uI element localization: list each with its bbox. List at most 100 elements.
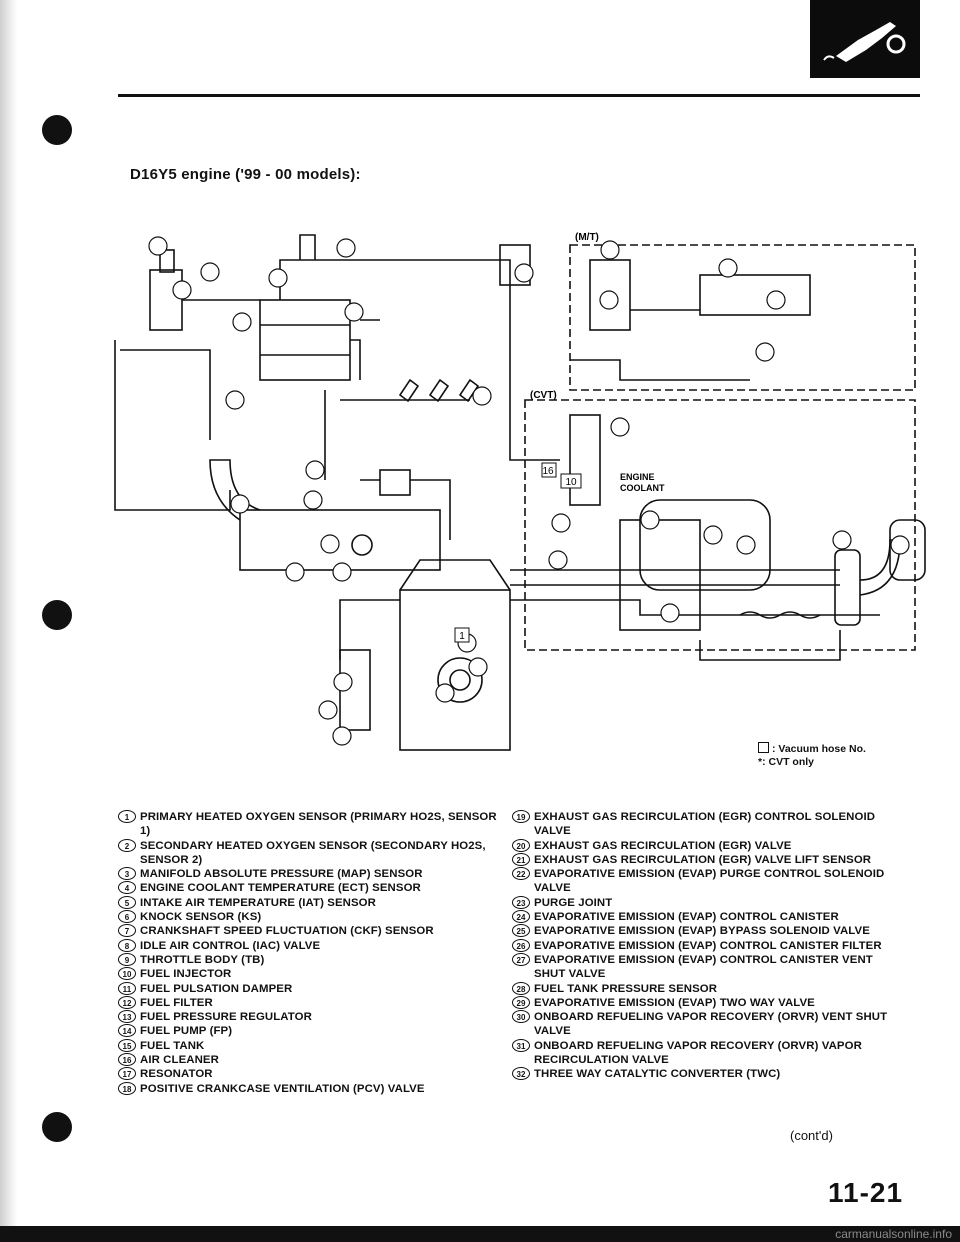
part-list-item: 25 EVAPORATIVE EMISSION (EVAP) BYPASS SOL… [512,924,902,938]
part-number-badge: 30 [512,1010,530,1024]
part-label: FUEL PUMP (FP) [140,1025,233,1038]
part-number-badge: 17 [118,1067,136,1081]
part-number-badge: 21 [512,852,530,866]
part-label: PURGE JOINT [534,896,613,909]
part-number-badge: 11 [118,981,136,995]
part-list-item: 30 ONBOARD REFUELING VAPOR RECOVERY (ORVR… [512,1010,902,1039]
vacuum-hose-routing-diagram: 16 10 1 (M/T) (CVT) ENGINE COOLANT [114,232,926,751]
cvt-label: (CVT) [530,390,557,401]
part-list-item: 1 PRIMARY HEATED OXYGEN SENSOR (PRIMARY H… [118,810,503,839]
part-list-item: 27 EVAPORATIVE EMISSION (EVAP) CONTROL CA… [512,952,902,982]
part-label: SECONDARY HEATED OXYGEN SENSOR (SECONDAR… [140,839,486,866]
binder-hole-top [42,115,72,145]
part-number-badge: 4 [118,881,136,895]
legend-vacuum: : Vacuum hose No. [772,743,866,755]
part-list-item: 22 EVAPORATIVE EMISSION (EVAP) PURGE CONT… [512,867,902,896]
engine-title: D16Y5 engine ('99 - 00 models): [130,166,361,183]
part-number-badge: 9 [118,952,136,966]
part-label: EXHAUST GAS RECIRCULATION (EGR) VALVE LI… [534,853,872,866]
part-list-item: 3 MANIFOLD ABSOLUTE PRESSURE (MAP) SENSOR [118,867,503,881]
part-number-badge: 22 [512,867,530,881]
part-list-item: 18 POSITIVE CRANKCASE VENTILATION (PCV) V… [118,1081,503,1096]
binder-hole-middle [42,600,72,630]
part-label: EVAPORATIVE EMISSION (EVAP) TWO WAY VALV… [534,996,815,1009]
part-label: EVAPORATIVE EMISSION (EVAP) PURGE CONTRO… [534,868,885,895]
part-number-badge: 12 [118,995,136,1009]
part-label: IDLE AIR CONTROL (IAC) VALVE [140,939,321,952]
part-list-item: 11 FUEL PULSATION DAMPER [118,981,503,996]
part-label: EXHAUST GAS RECIRCULATION (EGR) CONTROL … [534,811,876,838]
part-number-badge: 31 [512,1038,530,1052]
part-list-item: 19 EXHAUST GAS RECIRCULATION (EGR) CONTRO… [512,810,902,839]
part-list-item: 29 EVAPORATIVE EMISSION (EVAP) TWO WAY VA… [512,995,902,1010]
footer-bar [0,1226,960,1242]
part-number-badge: 5 [118,895,136,909]
part-label: ENGINE COOLANT TEMPERATURE (ECT) SENSOR [140,882,421,895]
part-label: RESONATOR [140,1068,213,1081]
part-number-badge: 3 [118,867,136,881]
part-label: THROTTLE BODY (TB) [140,953,265,966]
parts-list-left: 1 PRIMARY HEATED OXYGEN SENSOR (PRIMARY H… [118,810,503,1096]
hose-box-1: 1 [459,631,465,642]
part-list-item: 9 THROTTLE BODY (TB) [118,952,503,967]
part-list-item: 28 FUEL TANK PRESSURE SENSOR [512,981,902,996]
part-label: FUEL TANK [140,1039,205,1052]
part-list-item: 23 PURGE JOINT [512,895,902,910]
part-number-badge: 28 [512,981,530,995]
part-number-badge: 13 [118,1010,136,1024]
coolant-label-1: ENGINE [620,472,655,482]
part-number-badge: 1 [118,810,136,823]
part-list-item: 6 KNOCK SENSOR (KS) [118,910,503,924]
part-label: KNOCK SENSOR (KS) [140,911,262,924]
continued-label: (cont'd) [790,1128,833,1143]
hose-box-10: 10 [565,477,577,488]
parts-list-right: 19 EXHAUST GAS RECIRCULATION (EGR) CONTRO… [512,810,902,1082]
part-label: FUEL PULSATION DAMPER [140,982,293,995]
part-number-badge: 25 [512,924,530,938]
part-number-badge: 6 [118,910,136,924]
part-label: POSITIVE CRANKCASE VENTILATION (PCV) VAL… [140,1082,425,1095]
part-label: CRANKSHAFT SPEED FLUCTUATION (CKF) SENSO… [140,925,434,938]
part-list-item: 17 RESONATOR [118,1067,503,1081]
part-number-badge: 27 [512,952,530,966]
part-number-badge: 23 [512,895,530,909]
page-number: 11-21 [828,1177,904,1208]
diagram-legend: : Vacuum hose No. *: CVT only [758,742,866,769]
hose-box-16: 16 [542,466,554,477]
part-number-badge: 24 [512,910,530,924]
part-number-badge: 10 [118,967,136,981]
emissions-section-icon [810,0,920,78]
part-list-item: 12 FUEL FILTER [118,995,503,1010]
mt-label: (M/T) [575,232,599,243]
part-label: EVAPORATIVE EMISSION (EVAP) CONTROL CANI… [534,953,873,981]
part-list-item: 20 EXHAUST GAS RECIRCULATION (EGR) VALVE [512,838,902,853]
part-number-badge: 16 [118,1053,136,1067]
part-label: FUEL PRESSURE REGULATOR [140,1011,312,1024]
part-label: PRIMARY HEATED OXYGEN SENSOR (PRIMARY HO… [140,811,497,838]
part-number-badge: 29 [512,995,530,1009]
part-number-badge: 19 [512,810,530,823]
part-label: MANIFOLD ABSOLUTE PRESSURE (MAP) SENSOR [140,868,423,881]
part-label: EVAPORATIVE EMISSION (EVAP) CONTROL CANI… [534,911,839,924]
binder-edge [0,0,18,1242]
part-number-badge: 20 [512,838,530,852]
part-label: INTAKE AIR TEMPERATURE (IAT) SENSOR [140,896,376,909]
part-label: FUEL FILTER [140,996,213,1009]
part-label: EXHAUST GAS RECIRCULATION (EGR) VALVE [534,839,792,852]
header-rule [118,94,920,97]
part-list-item: 24 EVAPORATIVE EMISSION (EVAP) CONTROL CA… [512,910,902,924]
part-label: EVAPORATIVE EMISSION (EVAP) CONTROL CANI… [534,939,882,952]
part-label: FUEL TANK PRESSURE SENSOR [534,982,718,995]
part-list-item: 31 ONBOARD REFUELING VAPOR RECOVERY (ORVR… [512,1038,902,1068]
part-label: ONBOARD REFUELING VAPOR RECOVERY (ORVR) … [534,1011,888,1038]
part-number-badge: 18 [118,1081,136,1095]
part-label: EVAPORATIVE EMISSION (EVAP) BYPASS SOLEN… [534,925,870,938]
part-label: ONBOARD REFUELING VAPOR RECOVERY (ORVR) … [534,1039,862,1067]
